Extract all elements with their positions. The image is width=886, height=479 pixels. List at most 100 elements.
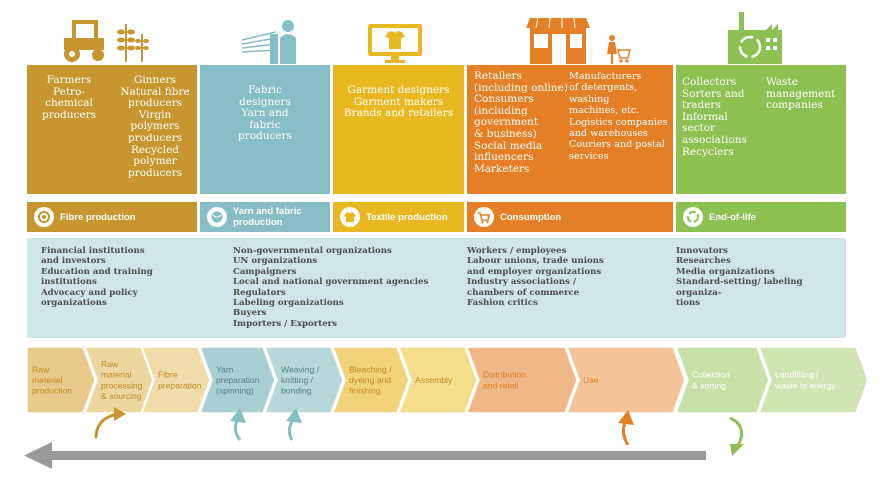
stage-end-of-life: End-of-life <box>676 202 846 232</box>
stage-label: End-of-life <box>709 211 756 223</box>
actor: designers <box>239 95 291 108</box>
stakeholder: and employer organizations <box>467 266 602 277</box>
process-step <box>565 346 686 414</box>
shirt-icon <box>340 207 360 227</box>
stage-consumption: Consumption <box>467 202 673 232</box>
actor: services <box>569 150 609 162</box>
actor: companies <box>766 99 823 112</box>
actors-panel-fibre: Farmers Petro- chemical producers Ginner… <box>27 65 197 194</box>
stakeholder: Innovators <box>676 246 728 256</box>
actor: & business) <box>474 127 537 140</box>
stakeholders-group: Innovators Researches Media organization… <box>676 246 842 308</box>
process-step-label: Bleaching / <box>349 364 392 374</box>
process-step-label: & sorting <box>692 380 726 390</box>
process-step-label: waste to energy <box>774 380 836 390</box>
actors-panel-eol: Collectors Sorters and traders Informal … <box>676 65 846 194</box>
stage-label: Textile production <box>366 211 448 223</box>
actor: Farmers <box>46 74 92 86</box>
actor: Manufacturers <box>569 71 642 82</box>
process-step <box>397 346 478 414</box>
actor: Recycled <box>130 143 180 156</box>
actor: (including <box>474 104 528 117</box>
process-step-label: finishing <box>349 386 381 396</box>
actors-eol-right: Waste management companies <box>766 76 846 112</box>
actor: associations <box>682 133 747 146</box>
actor: Brands and retailers <box>343 107 454 120</box>
stakeholder: tions <box>676 298 701 309</box>
process-step-label: material <box>101 370 132 380</box>
actor: Consumers <box>474 93 534 106</box>
process-step-label: preparation <box>216 375 260 385</box>
actor: Ginners <box>134 74 176 86</box>
actor: (including online) <box>474 81 568 94</box>
process-step <box>757 346 869 414</box>
stage-fibre-production: Fibre production <box>27 202 197 232</box>
process-step-label: Yarn <box>216 364 234 374</box>
process-step-label: processing <box>101 380 143 390</box>
stakeholder: Industry associations / <box>467 277 577 288</box>
process-step-label: knitting / <box>281 375 314 385</box>
stage-label: Fibre production <box>60 211 136 223</box>
stakeholder: chambers of commerce <box>467 287 580 298</box>
actors-panel-consumption: Retailers (including online) Consumers (… <box>467 65 673 194</box>
actor: government <box>474 116 539 129</box>
stakeholders-group: Non-governmental organizations UN organi… <box>233 246 463 329</box>
stakeholders-group: Workers / employees Labour unions, trade… <box>467 246 667 308</box>
timeline-bar <box>48 451 706 460</box>
actor: Collectors <box>682 76 737 88</box>
actor: producers <box>127 97 183 110</box>
actor: Petro- <box>53 85 85 98</box>
stakeholder: Standard-setting/ labeling organiza- <box>676 277 803 298</box>
curved-arrow-up-icon <box>94 407 126 439</box>
actor: Marketers <box>474 162 530 175</box>
actor: Couriers and postal <box>569 139 665 151</box>
icon-textile <box>366 22 424 64</box>
recycle-icon <box>683 207 703 227</box>
stakeholder: Regulators <box>233 287 286 298</box>
stakeholder: Importers / Exporters <box>233 318 338 329</box>
stakeholder: Local and national government agencies <box>233 277 429 288</box>
stakeholders-group: Financial institutions and investors Edu… <box>41 246 211 308</box>
process-step-label: Use <box>583 375 599 385</box>
process-step <box>465 346 578 414</box>
stakeholder: institutions <box>41 277 97 288</box>
curved-arrow-up-icon <box>618 410 634 446</box>
tractor-wheat-icon <box>64 20 149 62</box>
actor: producers <box>127 166 183 179</box>
actor: management <box>766 87 836 100</box>
stakeholder: UN organizations <box>233 256 318 267</box>
process-step-label: (spinning) <box>216 386 254 396</box>
process-step-label: Weaving / <box>281 364 320 374</box>
stakeholder: Education and training <box>41 266 153 277</box>
process-step-label: Fibre <box>158 370 178 380</box>
loom-worker-icon <box>241 20 296 64</box>
stage-label-line: production <box>233 217 283 228</box>
process-step <box>263 346 344 414</box>
actor: machines, etc. <box>569 105 640 117</box>
actor: of detergents, <box>569 82 638 94</box>
actor: Natural fibre <box>120 85 190 98</box>
process-step-label: preparation <box>158 380 202 390</box>
curved-arrow-down-icon <box>729 416 744 456</box>
actor: Social media <box>474 139 543 152</box>
monitor-shirt-icon <box>368 24 422 63</box>
actor: sector <box>682 122 716 135</box>
actor: producers <box>41 108 97 121</box>
stakeholder: Labour unions, trade unions <box>467 256 604 267</box>
stakeholder: organizations <box>41 298 107 309</box>
process-step-label: Assembly <box>415 375 453 385</box>
cart-icon <box>474 207 494 227</box>
process-step <box>83 346 154 414</box>
actor: Waste <box>766 76 798 88</box>
actor: Virgin <box>138 108 172 121</box>
curved-arrow-up-icon <box>230 408 246 441</box>
process-step-label: Distribution <box>483 370 526 380</box>
stakeholder: Media organizations <box>676 266 775 277</box>
actors-eol-left: Collectors Sorters and traders Informal … <box>682 76 762 158</box>
icon-yarn <box>240 16 302 64</box>
stakeholder: Labeling organizations <box>233 298 344 309</box>
process-step-label: dyeing and <box>349 375 391 385</box>
icon-consumption <box>526 14 638 64</box>
stakeholder: Workers / employees <box>467 246 567 256</box>
